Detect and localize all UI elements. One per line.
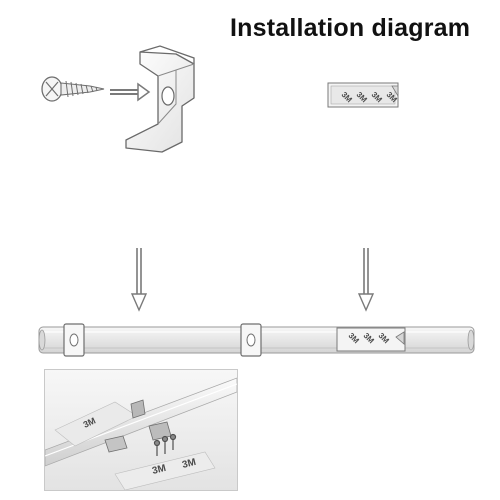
diagram-title: Installation diagram — [230, 14, 471, 42]
profile-clip — [63, 323, 85, 357]
arrow-right-icon — [110, 82, 151, 102]
mounting-clip-icon — [125, 45, 195, 153]
tape-logo-text: 3M — [82, 415, 98, 429]
profile-tape: 3M 3M 3M — [336, 327, 406, 352]
arrow-down-icon — [130, 248, 148, 312]
product-photo-illustration: 3M 3M 3M — [45, 370, 237, 490]
profile-clip — [240, 323, 262, 357]
arrow-down-icon — [357, 248, 375, 312]
tape-logo-text: 3M — [181, 457, 197, 471]
tape-logo-text: 3M — [151, 463, 167, 477]
product-photo: 3M 3M 3M — [44, 369, 238, 491]
adhesive-tape-icon: 3M 3M 3M 3M — [327, 82, 399, 108]
screw-icon — [41, 76, 105, 102]
